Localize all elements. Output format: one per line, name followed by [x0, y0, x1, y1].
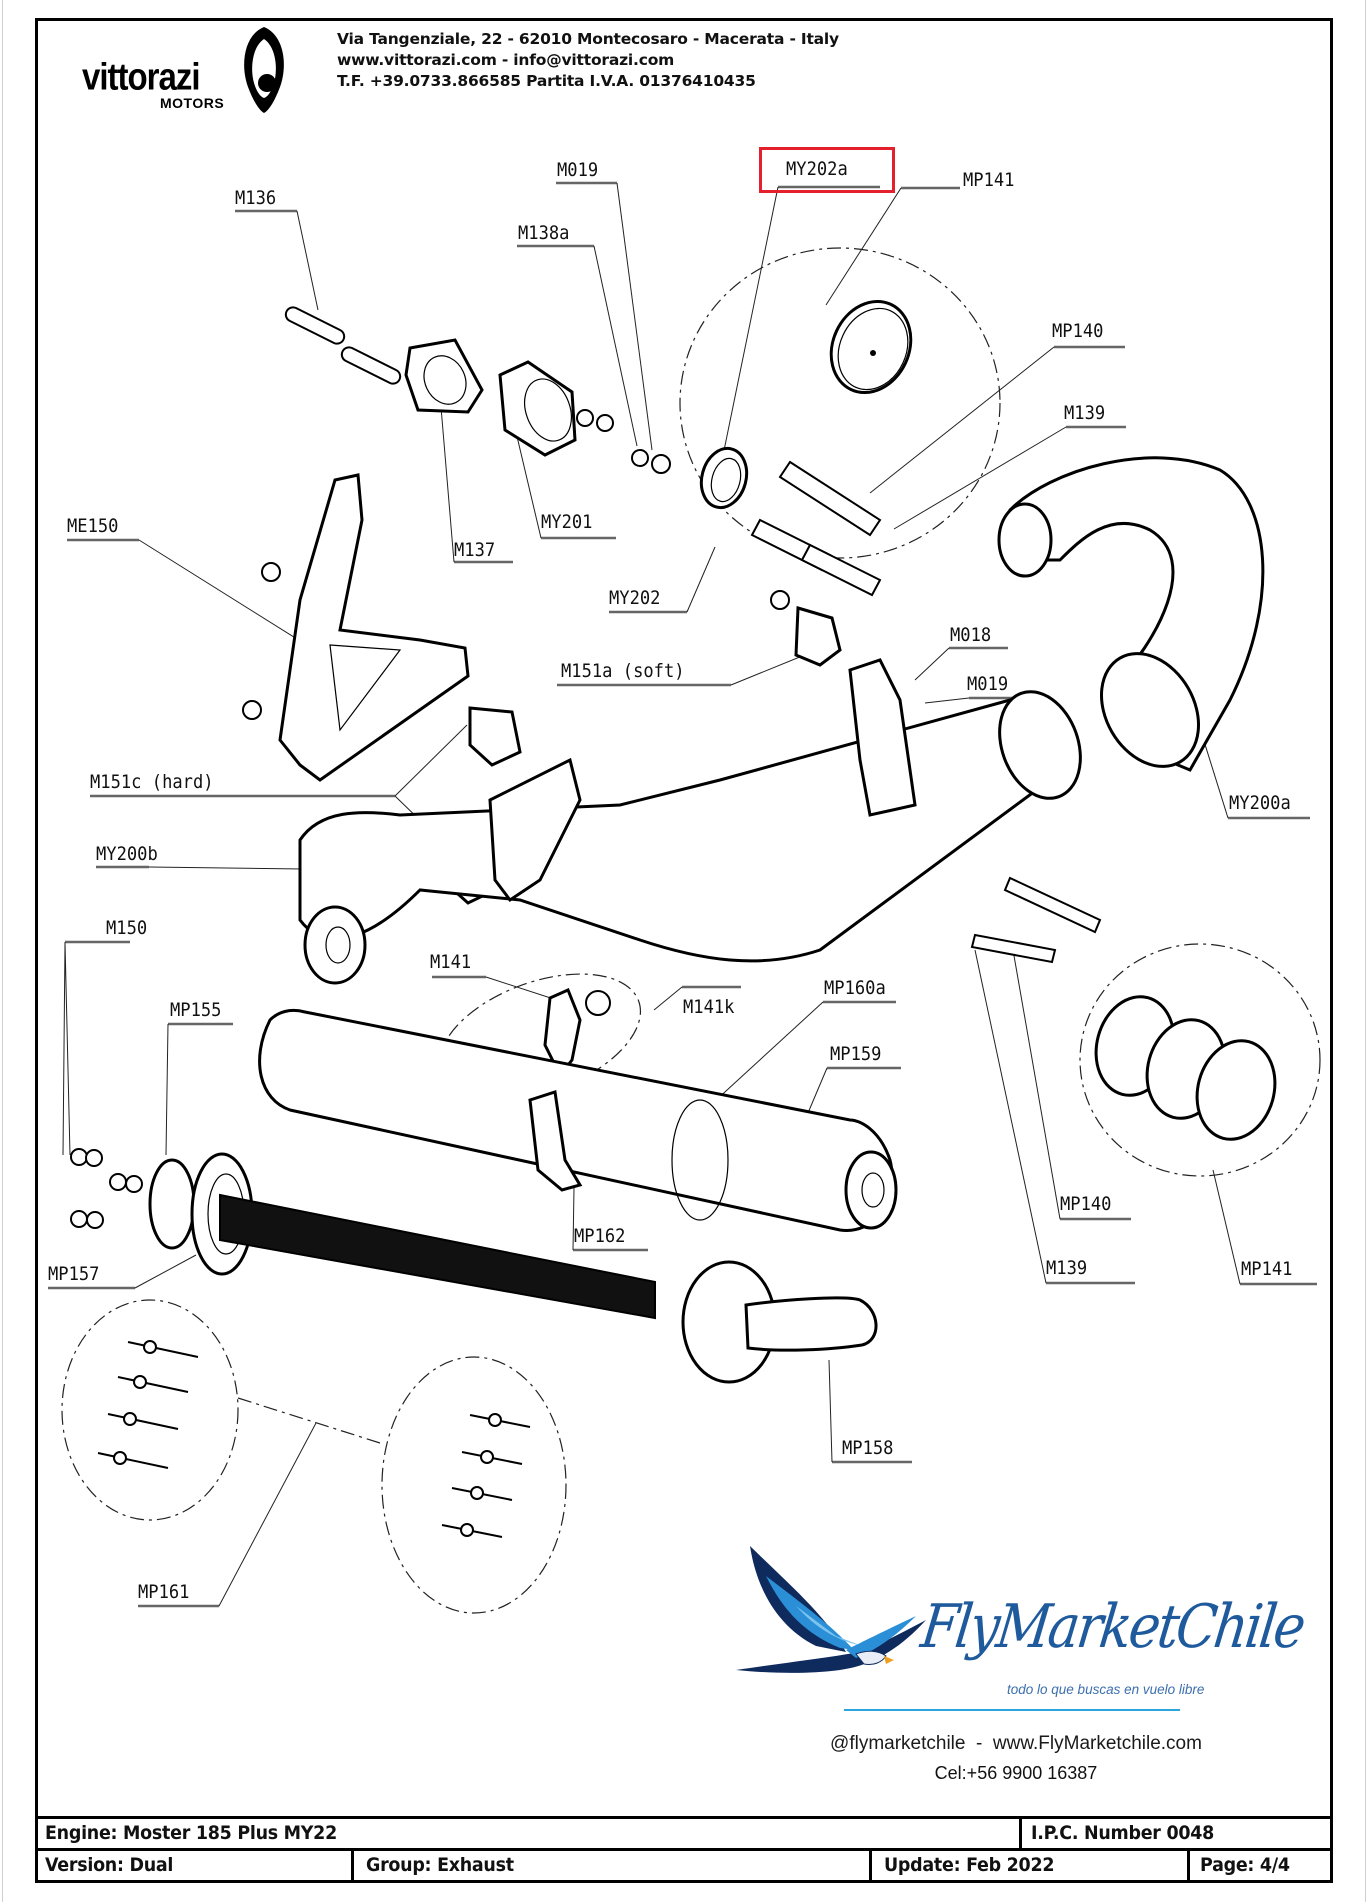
brand-subline: MOTORS	[160, 95, 225, 111]
phone-vat-line: T.F. +39.0733.866585 Partita I.V.A. 0137…	[337, 72, 756, 90]
flymarketchile-divider	[844, 1709, 1180, 1711]
flymarketchile-script-logo: FlyMarketChile	[917, 1592, 1308, 1662]
vittorazi-logo: vittorazi MOTORS	[82, 25, 284, 115]
part-mp162-clamp	[528, 1090, 583, 1192]
vittorazi-logo-mark-icon	[244, 27, 284, 113]
part-my200a-bend	[997, 456, 1265, 772]
part-mp141-ring	[829, 299, 913, 395]
callout-mp157[interactable]: MP157	[48, 1263, 100, 1285]
callout-my200b[interactable]: MY200b	[96, 843, 158, 865]
detail-circles	[61, 247, 1321, 1614]
part-mp159-silencer	[258, 1008, 898, 1232]
title-block-divider-update	[869, 1849, 872, 1882]
part-mp140-springs-lower	[970, 876, 1102, 964]
part-mp141-rings-lower	[1094, 995, 1277, 1141]
callout-mp140-bottom[interactable]: MP140	[1060, 1193, 1112, 1215]
flymarketchile-links[interactable]: @flymarketchile - www.FlyMarketchile.com	[830, 1733, 1202, 1754]
callout-my201[interactable]: MY201	[541, 511, 593, 533]
version-field: Version: Dual	[45, 1854, 174, 1876]
leader-lines	[48, 181, 1317, 1608]
part-m151a-mount	[770, 590, 842, 667]
callout-m138a[interactable]: M138a	[518, 222, 570, 244]
callout-m139-bottom[interactable]: M139	[1046, 1257, 1088, 1279]
callout-m019-mid[interactable]: M019	[967, 673, 1009, 695]
title-block-mid-rule	[35, 1848, 1333, 1851]
engine-field: Engine: Moster 185 Plus MY22	[45, 1822, 337, 1844]
part-m136-pins	[284, 306, 402, 385]
callout-m018[interactable]: M018	[950, 624, 992, 646]
callout-my202[interactable]: MY202	[609, 587, 661, 609]
part-m138a-m019	[631, 449, 671, 474]
flymarketchile-tagline: todo lo que buscas en vuelo libre	[1007, 1682, 1205, 1697]
title-block-right-rule	[1330, 1816, 1333, 1883]
title-block-divider-ipc	[1019, 1816, 1022, 1850]
part-me150-bracket	[242, 473, 470, 782]
group-field: Group: Exhaust	[366, 1854, 514, 1876]
callout-mp158[interactable]: MP158	[842, 1437, 894, 1459]
part-my201-flange	[498, 360, 614, 457]
callout-mp155[interactable]: MP155	[170, 999, 222, 1021]
eagle-logo-icon	[736, 1546, 926, 1673]
callout-m141k[interactable]: M141k	[683, 996, 735, 1018]
title-block-left-rule	[35, 1816, 38, 1883]
callout-mp160a[interactable]: MP160a	[824, 977, 886, 999]
highlighted-part-box	[759, 147, 895, 193]
title-block-divider-page	[1187, 1849, 1190, 1882]
callout-m137[interactable]: M137	[454, 539, 496, 561]
company-address: Via Tangenziale, 22 - 62010 Montecosaro …	[337, 29, 839, 92]
brand-name: vittorazi	[82, 55, 201, 98]
callout-my200a[interactable]: MY200a	[1229, 792, 1291, 814]
callout-m019-top[interactable]: M019	[557, 159, 599, 181]
callout-my202a[interactable]: MY202a	[786, 158, 848, 180]
title-block-top-rule	[35, 1816, 1333, 1819]
part-mp158-end-tube	[681, 1260, 878, 1384]
callout-m141[interactable]: M141	[430, 951, 472, 973]
callout-m139-top[interactable]: M139	[1064, 402, 1106, 424]
flymarketchile-phone: Cel:+56 9900 16387	[934, 1763, 1098, 1783]
callout-mp140-top[interactable]: MP140	[1052, 320, 1104, 342]
callout-m151c-hard[interactable]: M151c (hard)	[90, 771, 214, 793]
callout-mp161[interactable]: MP161	[138, 1581, 190, 1603]
title-block-divider-group	[351, 1849, 354, 1882]
callout-mp141-bottom[interactable]: MP141	[1241, 1258, 1293, 1280]
page-edge-right	[1365, 0, 1366, 1902]
ipc-number-field: I.P.C. Number 0048	[1031, 1822, 1214, 1844]
part-mp161-rivets	[97, 1340, 531, 1538]
part-m150-nuts	[70, 1148, 143, 1229]
part-my200b-pipe	[298, 658, 1082, 985]
callout-mp141-top[interactable]: MP141	[963, 169, 1015, 191]
page-edge-left	[2, 0, 3, 1902]
callout-m151a-soft[interactable]: M151a (soft)	[561, 660, 685, 682]
part-m137-gasket	[404, 338, 484, 414]
callout-mp162[interactable]: MP162	[574, 1225, 626, 1247]
callout-mp159[interactable]: MP159	[830, 1043, 882, 1065]
update-field: Update: Feb 2022	[884, 1854, 1055, 1876]
web-email-line: www.vittorazi.com - info@vittorazi.com	[337, 51, 675, 69]
part-packing-wool	[219, 1193, 656, 1320]
flymarketchile-watermark: FlyMarketChile todo lo que buscas en vue…	[736, 1540, 1307, 1783]
callout-me150[interactable]: ME150	[67, 515, 119, 537]
part-mp140-springs	[750, 460, 882, 597]
callout-m150[interactable]: M150	[106, 917, 148, 939]
callout-m136[interactable]: M136	[235, 187, 277, 209]
address-line: Via Tangenziale, 22 - 62010 Montecosaro …	[337, 30, 839, 48]
title-block-bottom-rule	[35, 1880, 1333, 1883]
title-block: Engine: Moster 185 Plus MY22 I.P.C. Numb…	[35, 1816, 1333, 1883]
part-my202a-sleeve	[699, 446, 749, 510]
page-field: Page: 4/4	[1200, 1854, 1290, 1876]
